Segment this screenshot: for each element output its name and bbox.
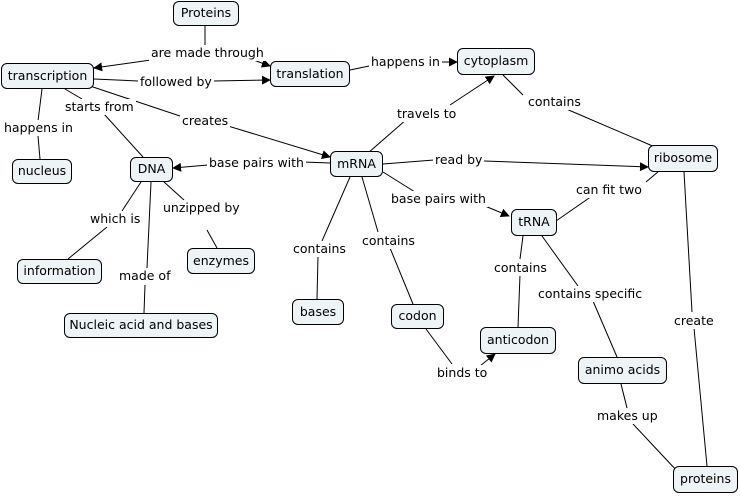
- label-starts-from: starts from: [63, 99, 136, 115]
- edge-mrna-basepairs2: [382, 171, 416, 193]
- node-codon[interactable]: codon: [391, 304, 444, 329]
- label-creates: creates: [180, 113, 231, 129]
- edge-containsspecific-animo: [592, 300, 618, 358]
- label-which-is: which is: [88, 211, 143, 227]
- node-nucleic-acid-and-bases[interactable]: Nucleic acid and bases: [64, 313, 218, 338]
- label-binds-to: binds to: [435, 365, 490, 381]
- edge-trna-containsspecific: [541, 235, 579, 287]
- edge-translation-happensin: [349, 65, 370, 71]
- node-enzymes[interactable]: enzymes: [187, 248, 255, 274]
- edge-mrna-contains3: [361, 176, 379, 233]
- edge-codon-bindsto: [425, 328, 453, 365]
- edge-mrna-readby: [382, 159, 435, 165]
- node-anticodon[interactable]: anticodon: [480, 327, 556, 354]
- label-read-by: read by: [433, 152, 485, 168]
- edge-happensin2-nucleus: [37, 135, 41, 160]
- label-travels-to: travels to: [395, 106, 459, 122]
- edge-dna-whichis: [121, 181, 142, 212]
- edge-mrna-contains2: [321, 176, 351, 242]
- label-base-pairs-with-dna: base pairs with: [207, 155, 306, 171]
- label-can-fit-two: can fit two: [574, 182, 644, 198]
- edge-madeof-nucleic: [143, 284, 146, 314]
- label-contains-codon: contains: [360, 233, 417, 249]
- edge-cytoplasm-contains: [502, 74, 524, 96]
- edge-transcription-followedby: [93, 78, 139, 82]
- edge-contains3-codon: [389, 247, 414, 305]
- edge-contains2-bases: [316, 255, 319, 300]
- node-proteins[interactable]: Proteins: [173, 1, 239, 26]
- edge-trna-canfittwo: [555, 195, 593, 222]
- edge-dna-madeof: [146, 181, 152, 269]
- edge-makesup-proteins: [632, 423, 679, 473]
- edge-creates-mrna: [227, 125, 331, 159]
- node-bases[interactable]: bases: [292, 299, 344, 325]
- label-makes-up: makes up: [595, 408, 660, 424]
- node-information[interactable]: information: [17, 259, 102, 284]
- edge-transcription-startsfrom: [64, 88, 83, 100]
- edge-followedby-translation: [212, 75, 271, 85]
- node-proteins-bottom[interactable]: proteins: [673, 466, 738, 493]
- edge-dna-unzippedby: [163, 181, 185, 201]
- node-animo-acids[interactable]: animo acids: [578, 357, 667, 384]
- node-dna[interactable]: DNA: [130, 157, 173, 182]
- node-cytoplasm[interactable]: cytoplasm: [457, 48, 535, 75]
- edge-startsfrom-dna: [103, 113, 144, 158]
- label-followed-by: followed by: [138, 74, 214, 90]
- edge-ribosome-create: [683, 171, 693, 313]
- edge-animo-makesup: [620, 383, 628, 409]
- edge-canfittwo-ribosome: [645, 170, 660, 183]
- node-transcription[interactable]: transcription: [1, 63, 94, 89]
- node-translation[interactable]: translation: [270, 61, 350, 87]
- label-contains-ribosome: contains: [526, 94, 583, 110]
- node-nucleus[interactable]: nucleus: [12, 159, 72, 184]
- label-are-made-through: are made through: [149, 45, 266, 61]
- label-happens-in-translation: happens in: [369, 54, 442, 70]
- edge-mrna-travelsto: [367, 118, 408, 154]
- label-contains-bases: contains: [291, 241, 348, 257]
- edge-readby-ribosome: [483, 160, 649, 172]
- edge-basepairs-dna: [172, 162, 209, 172]
- edge-basepairs2-trna: [484, 205, 510, 218]
- label-base-pairs-with-trna: base pairs with: [389, 191, 488, 207]
- label-made-of: made of: [117, 268, 173, 284]
- edge-unzippedby-enzymes: [206, 229, 218, 249]
- node-trna[interactable]: tRNA: [511, 209, 557, 236]
- edge-create-proteins: [693, 327, 708, 467]
- node-ribosome[interactable]: ribosome: [648, 145, 718, 172]
- label-contains-specific: contains specific: [536, 286, 645, 302]
- label-contains-anticodon: contains: [492, 260, 549, 276]
- edge-contains4-anticodon: [517, 274, 521, 328]
- label-happens-in-nucleus: happens in: [2, 120, 75, 136]
- label-unzipped-by: unzipped by: [161, 200, 242, 216]
- edge-trna-contains4: [519, 235, 524, 260]
- edge-mrna-basepairs: [302, 161, 331, 164]
- node-mrna[interactable]: mRNA: [330, 151, 383, 177]
- edge-whichis-information: [67, 226, 108, 260]
- edge-travelsto-cytoplasm: [449, 75, 495, 106]
- edge-transcription-happensin2: [37, 88, 43, 122]
- edge-contains-ribosome: [563, 107, 656, 148]
- label-create: create: [672, 313, 716, 329]
